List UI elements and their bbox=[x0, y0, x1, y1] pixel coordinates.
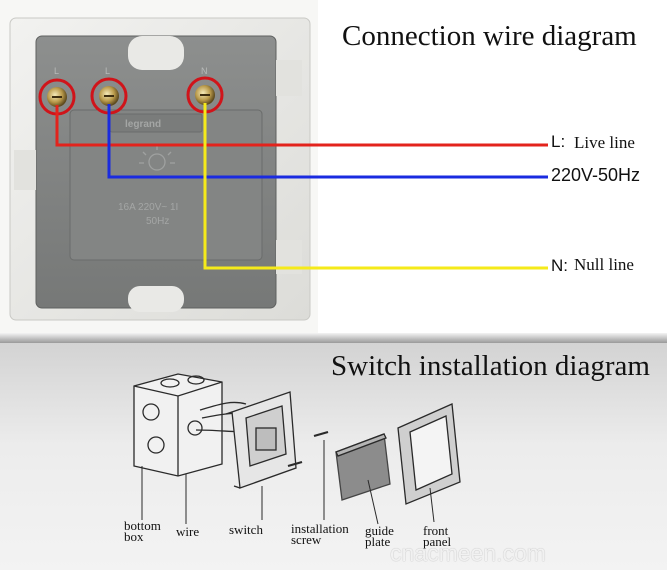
switch-mechanism bbox=[225, 391, 297, 489]
live-line-label: Live line bbox=[574, 133, 635, 152]
connection-diagram-title: Connection wire diagram bbox=[342, 20, 637, 52]
bulb-icon bbox=[139, 146, 175, 171]
watermark: cnacmeen.com bbox=[390, 540, 546, 566]
terminal-mark-l2: L bbox=[105, 66, 110, 76]
installation-screws bbox=[287, 430, 329, 468]
terminal-mark-l1: L bbox=[54, 66, 59, 76]
part-label-switch: switch bbox=[229, 522, 263, 537]
leader-lines bbox=[141, 440, 435, 525]
null-line-label: Null line bbox=[574, 255, 634, 274]
part-label-bottom-box: bottom box bbox=[124, 518, 161, 544]
null-line-prefix: N: bbox=[551, 256, 568, 275]
switched-wire bbox=[107, 104, 548, 179]
module-rating: 16A 220V~ 1I bbox=[118, 202, 178, 213]
live-line-prefix: L: bbox=[551, 132, 566, 151]
panel-divider bbox=[0, 333, 667, 343]
bottom-notch bbox=[128, 286, 184, 312]
switch-back-photo bbox=[0, 0, 318, 333]
live-wire bbox=[55, 105, 548, 147]
installation-sketch bbox=[133, 373, 461, 525]
installation-diagram-panel bbox=[0, 343, 667, 570]
part-label-front-panel: front panel bbox=[423, 523, 452, 549]
module-frequency: 50Hz bbox=[146, 216, 169, 227]
installation-diagram-title: Switch installation diagram bbox=[331, 350, 650, 382]
terminal-mark-n: N bbox=[201, 66, 208, 76]
top-notch bbox=[128, 36, 184, 70]
part-label-guide-plate: guide plate bbox=[365, 523, 394, 549]
voltage-label: 220V-50Hz bbox=[551, 165, 641, 185]
front-panel bbox=[397, 403, 461, 505]
module-brand: legrand bbox=[125, 119, 161, 130]
guide-plate bbox=[335, 433, 391, 501]
neutral-wire bbox=[203, 103, 548, 270]
bottom-box bbox=[133, 373, 223, 477]
part-label-wire: wire bbox=[176, 524, 200, 539]
part-label-installation-screw: installation screw bbox=[291, 521, 349, 547]
